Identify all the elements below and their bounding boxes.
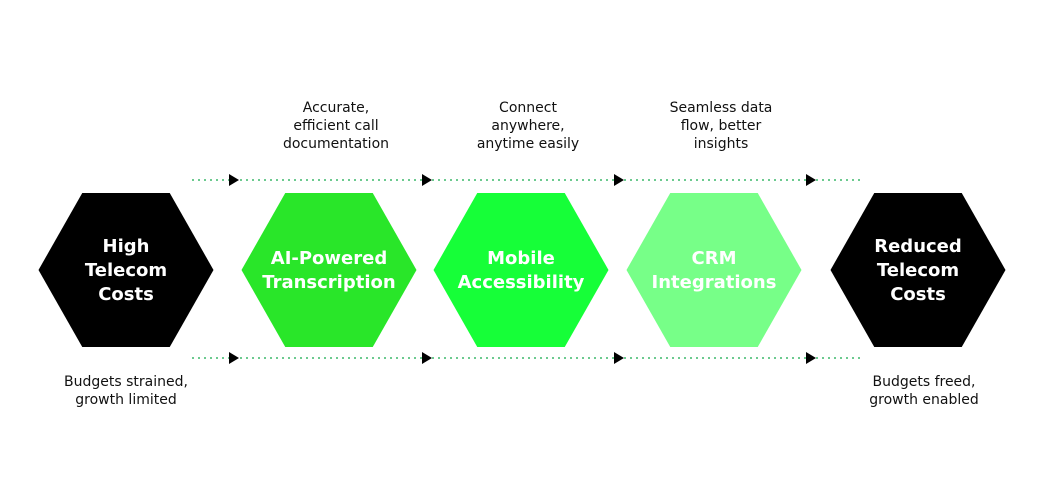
step-label-line: Telecom [85,260,167,281]
step-label-line: Accessibility [458,272,585,293]
arrow-head-icon [806,174,816,186]
caption-line: documentation [283,136,389,152]
step-caption: Seamless data flow, better insights [670,100,773,152]
caption-line: growth enabled [869,392,979,408]
arrow-head-icon [806,352,816,364]
caption-line: insights [694,136,749,152]
hexagon-shape [433,193,609,347]
caption-line: growth limited [75,392,176,408]
step-label-line: Integrations [652,272,777,293]
caption-line: Budgets strained, [64,374,188,390]
arrow-head-icon [614,352,624,364]
hexagon-shape [38,193,214,347]
step-label-line: Telecom [877,260,959,281]
step-label-line: Reduced [874,236,962,257]
caption-line: Connect [499,100,557,116]
caption-line: Accurate, [303,100,370,116]
caption-line: Seamless data [670,100,773,116]
arrow-head-icon [229,352,239,364]
caption-line: Budgets freed, [872,374,975,390]
step-label-line: Costs [98,284,154,305]
step-label-line: Costs [890,284,946,305]
step-label-line: AI-Powered [271,248,387,269]
step-label-line: Transcription [262,272,395,293]
step-caption: Accurate, efficient call documentation [283,100,389,152]
arrow-head-icon [614,174,624,186]
arrow-head-icon [229,174,239,186]
start-caption: Budgets strained, growth limited [64,374,188,408]
arrow-head-icon [422,174,432,186]
hexagon-shape [626,193,802,347]
caption-layer: Accurate, efficient call documentation Conn… [64,100,979,408]
caption-line: flow, better [681,118,762,134]
step-caption: Connect anywhere, anytime easily [477,100,579,152]
step-label-line: Mobile [487,248,555,269]
step-node: CRM Integrations [626,193,802,347]
caption-line: anywhere, [491,118,564,134]
step-label-line: High [103,236,150,257]
end-caption: Budgets freed, growth enabled [869,374,979,408]
caption-line: efficient call [293,118,378,134]
step-label: CRM Integrations [652,248,777,293]
step-label-line: CRM [692,248,737,269]
hexagon-shape [241,193,417,347]
hexagon-shape [830,193,1006,347]
connector-layer [192,174,864,364]
arrow-head-icon [422,352,432,364]
caption-line: anytime easily [477,136,579,152]
